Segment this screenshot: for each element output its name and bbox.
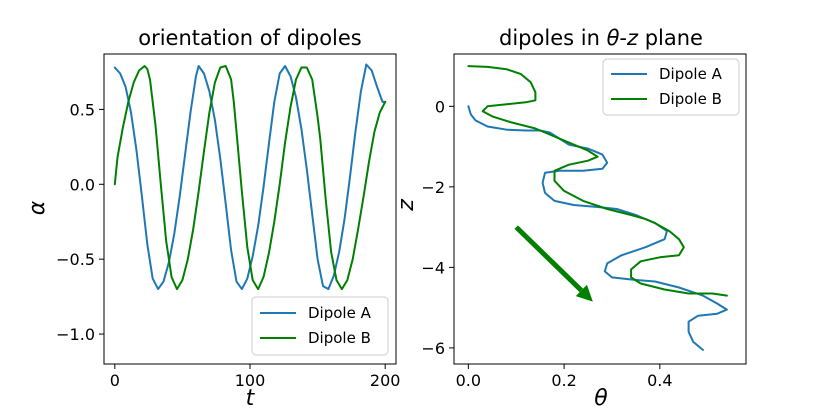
left-subplot: orientation of dipoles t α 0 100 200 −1.0 −0…: [25, 26, 400, 411]
left-x-axis-label: t: [246, 386, 256, 411]
y-tick-label: −6: [421, 339, 445, 358]
right-title-theta: θ: [607, 26, 620, 50]
x-tick-label: 100: [235, 371, 266, 390]
left-legend: Dipole A Dipole B: [251, 296, 389, 356]
series-line-dipole-a: [467, 105, 728, 351]
right-y-axis-label: z: [394, 199, 419, 212]
x-tick-label: 200: [370, 371, 401, 390]
right-legend-label-b: Dipole B: [659, 90, 722, 108]
arrow-shaft: [514, 225, 584, 293]
arrow-head: [575, 284, 593, 302]
y-tick-label: −0.5: [56, 250, 95, 269]
right-ticks: 0.0 0.2 0.4 −6 −4 −2 0: [421, 97, 672, 390]
right-legend: Dipole A Dipole B: [602, 58, 740, 116]
y-tick-label: 0: [435, 97, 445, 116]
y-tick-label: −1.0: [56, 325, 95, 344]
left-legend-label-a: Dipole A: [308, 304, 372, 322]
y-tick-label: −4: [421, 258, 445, 277]
y-tick-label: −2: [421, 178, 445, 197]
x-tick-label: 0.0: [456, 371, 481, 390]
series-line-dipole-b: [113, 65, 387, 291]
right-title-z: z: [626, 26, 639, 50]
y-tick-label: 0.5: [70, 100, 95, 119]
right-legend-label-a: Dipole A: [659, 65, 723, 83]
y-tick-label: 0.0: [70, 175, 95, 194]
left-chart-title: orientation of dipoles: [138, 26, 362, 50]
series-line-dipole-a: [113, 63, 387, 291]
x-tick-label: 0: [110, 371, 120, 390]
left-ticks: 0 100 200 −1.0 −0.5 0.0 0.5: [56, 100, 400, 390]
x-tick-label: 0.4: [647, 371, 672, 390]
right-subplot: dipoles in θ-z plane θ z 0.0 0.2 0.4 −6 −4 −2…: [394, 26, 747, 411]
right-series: [467, 65, 728, 351]
left-legend-label-b: Dipole B: [308, 329, 371, 347]
left-legend-box: [251, 296, 389, 356]
x-tick-label: 0.2: [551, 371, 576, 390]
right-chart-title: dipoles in θ-z plane: [499, 26, 703, 50]
left-y-axis-label: α: [25, 200, 50, 215]
left-series: [113, 63, 387, 291]
right-annotation-arrow: [514, 225, 593, 302]
right-plot-frame: [453, 53, 747, 365]
right-x-axis-label: θ: [594, 386, 608, 411]
series-line-dipole-b: [467, 65, 728, 297]
